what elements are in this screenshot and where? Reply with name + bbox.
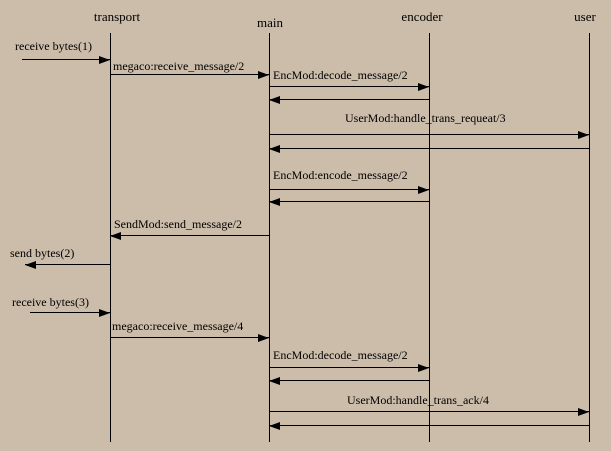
return-arrow-to-main-arrowhead-icon [269, 422, 280, 430]
message-megaco-receive-message-4-arrowhead-icon [258, 334, 269, 342]
return-arrow-to-main-line [269, 380, 429, 381]
message-encmod-decode-message-2-label: EncMod:decode_message/2 [273, 348, 408, 362]
return-arrow-to-main-arrowhead-icon [269, 198, 280, 206]
message-receive-bytes-3-label: receive bytes(3) [12, 295, 89, 309]
message-megaco-receive-message-4-line [110, 337, 269, 338]
message-sendmod-send-message-2-label: SendMod:send_message/2 [114, 217, 242, 231]
message-encmod-decode-message-2-line [269, 86, 429, 87]
message-encmod-encode-message-2-label: EncMod:encode_message/2 [273, 168, 408, 182]
return-arrow-to-main-line [269, 99, 429, 100]
message-receive-bytes-3-line [30, 312, 110, 313]
lifeline-user [589, 33, 590, 442]
message-receive-bytes-1-label: receive bytes(1) [15, 39, 92, 53]
return-arrow-to-main-arrowhead-icon [269, 377, 280, 385]
message-usermod-handle-trans-ack-4-label: UserMod:handle_trans_ack/4 [347, 393, 489, 407]
return-arrow-to-main-line [269, 201, 429, 202]
return-arrow-to-main-arrowhead-icon [269, 145, 280, 153]
message-megaco-receive-message-4-label: megaco:receive_message/4 [112, 319, 244, 333]
message-usermod-handle-trans-requeat-3-label: UserMod:handle_trans_requeat/3 [345, 111, 506, 125]
message-send-bytes-2-arrowhead-icon [25, 261, 36, 269]
message-receive-bytes-3-arrowhead-icon [99, 309, 110, 317]
message-sendmod-send-message-2-arrowhead-icon [110, 232, 121, 240]
message-encmod-encode-message-2-line [269, 189, 429, 190]
message-megaco-receive-message-2-line [110, 74, 269, 75]
message-sendmod-send-message-2-line [110, 235, 269, 236]
message-megaco-receive-message-2-arrowhead-icon [258, 71, 269, 79]
return-arrow-to-main-line [269, 425, 589, 426]
lifeline-label-transport: transport [93, 9, 141, 24]
lifeline-encoder [429, 33, 430, 442]
lifeline-label-encoder: encoder [401, 9, 443, 24]
message-send-bytes-2-line [25, 264, 110, 265]
message-receive-bytes-1-line [22, 59, 110, 60]
message-encmod-encode-message-2-arrowhead-icon [418, 186, 429, 194]
message-encmod-decode-message-2-line [269, 367, 429, 368]
message-megaco-receive-message-2-label: megaco:receive_message/2 [113, 59, 245, 73]
message-encmod-decode-message-2-label: EncMod:decode_message/2 [273, 68, 408, 82]
message-usermod-handle-trans-ack-4-arrowhead-icon [578, 408, 589, 416]
lifeline-main [269, 33, 270, 442]
message-encmod-decode-message-2-arrowhead-icon [418, 83, 429, 91]
message-usermod-handle-trans-ack-4-line [269, 411, 589, 412]
message-usermod-handle-trans-requeat-3-line [269, 134, 589, 135]
message-send-bytes-2-label: send bytes(2) [10, 246, 75, 260]
message-receive-bytes-1-arrowhead-icon [99, 56, 110, 64]
lifeline-label-main: main [257, 15, 283, 30]
message-encmod-decode-message-2-arrowhead-icon [418, 364, 429, 372]
return-arrow-to-main-arrowhead-icon [269, 96, 280, 104]
return-arrow-to-main-line [269, 148, 589, 149]
message-usermod-handle-trans-requeat-3-arrowhead-icon [578, 131, 589, 139]
lifeline-label-user: user [574, 9, 596, 24]
